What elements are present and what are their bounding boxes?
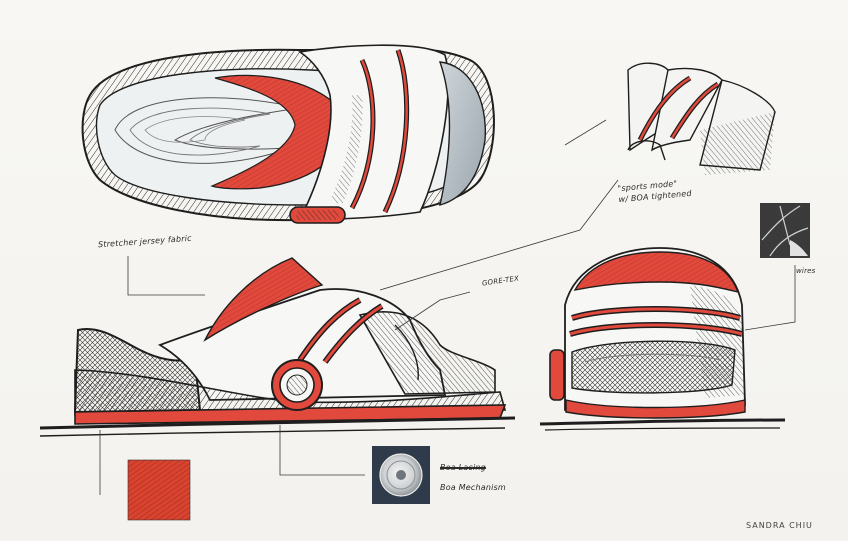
front-view-outsole: [565, 399, 746, 419]
annotation-boa-mechanism: Boa Mechanism: [440, 483, 506, 492]
front-view-red-cap: [573, 251, 740, 294]
red-fabric-swatch: [127, 459, 191, 521]
top-view-red-panel: [210, 74, 347, 190]
wires-swatch: [760, 203, 810, 258]
front-view-sketch: [539, 247, 796, 431]
designer-signature: SANDRA CHIU: [746, 521, 813, 530]
side-view-toe: [358, 311, 496, 395]
front-view-toe-opening: [571, 340, 736, 394]
top-view-sketch: [81, 44, 495, 224]
detail-stripes-sketch: [379, 62, 776, 291]
side-view-red-heel-cup: [203, 257, 324, 342]
front-view-boa-dial: [549, 349, 565, 401]
annotation-boa-struck: Boa Lacing: [440, 463, 486, 472]
top-view-toe-window: [438, 61, 487, 206]
side-view-sketch: [39, 256, 516, 495]
boa-mechanism-swatch: [372, 446, 430, 504]
annotation-wires: wires: [796, 267, 816, 275]
